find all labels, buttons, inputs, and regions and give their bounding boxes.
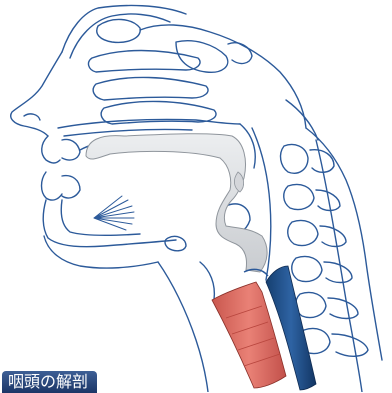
vertebra-c5-spine	[324, 262, 352, 283]
frontal-sinus	[97, 19, 140, 42]
hyoid-bone	[165, 236, 186, 250]
sphenoid-outline	[176, 41, 228, 73]
chin-profile	[44, 236, 158, 268]
upper-teeth	[62, 140, 80, 161]
vertebra-c6-spine	[328, 298, 358, 319]
middle-turbinate	[93, 77, 208, 100]
skull-outline	[62, 6, 186, 52]
genioglossus-fan	[94, 196, 134, 230]
upper-lip	[42, 136, 60, 163]
vertebra-c4	[288, 221, 318, 246]
vertebra-c6	[296, 293, 326, 318]
neck-front	[158, 262, 208, 392]
vertebra-c3	[284, 185, 314, 210]
superior-turbinate	[89, 51, 201, 73]
lower-teeth	[62, 176, 80, 198]
hard-palate	[58, 119, 240, 128]
cranial-base	[140, 25, 306, 128]
nasal-profile	[11, 52, 62, 136]
sella-turcica	[228, 43, 252, 64]
vertebra-c7-spine	[332, 334, 368, 356]
vertebra-c5	[292, 257, 322, 282]
spinal-canal	[316, 140, 362, 392]
vertebra-c4-spine	[320, 226, 346, 247]
lower-lip	[42, 172, 63, 200]
diagram-caption: 咽頭の解剖	[2, 371, 97, 393]
vertebra-c2	[281, 145, 308, 174]
nostril	[24, 114, 40, 120]
thyroid-cartilage	[200, 262, 214, 300]
